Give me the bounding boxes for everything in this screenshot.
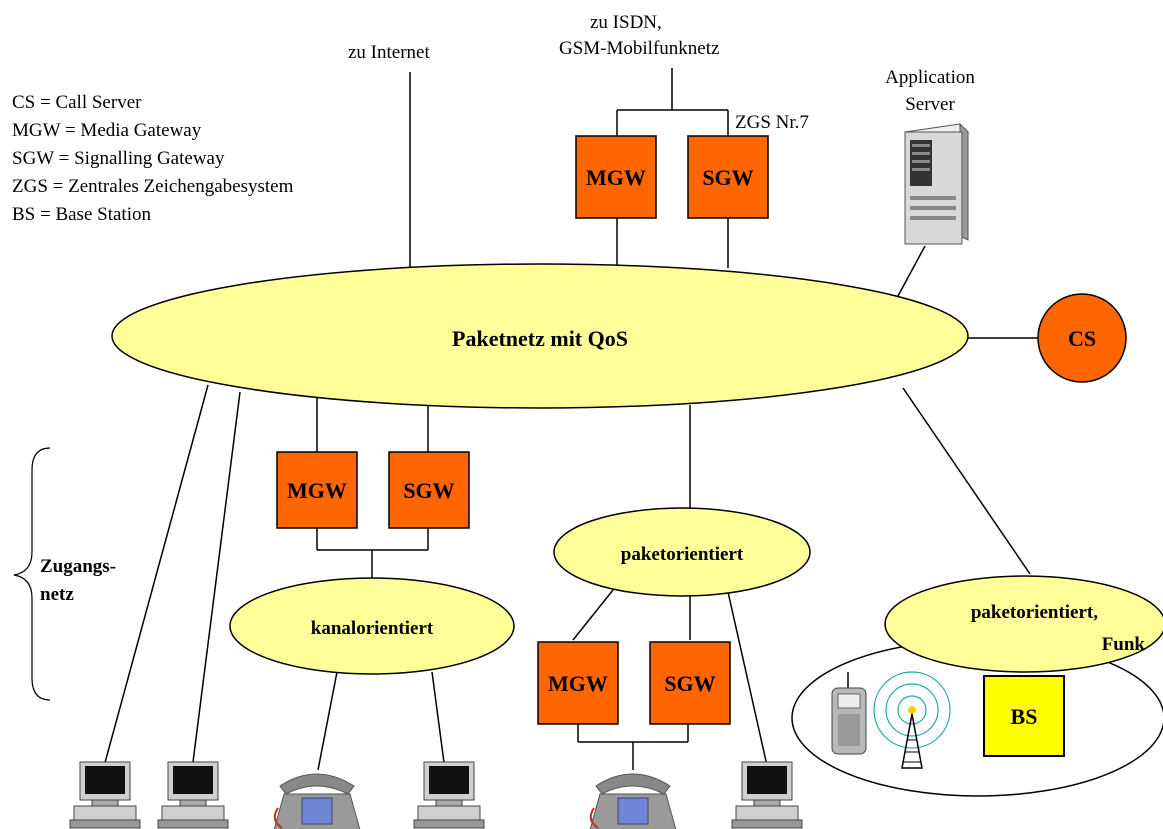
funk-access-label-2: Funk xyxy=(1102,634,1146,655)
mgw-middle-label: MGW xyxy=(287,478,347,503)
base-station-box xyxy=(983,675,1065,757)
pc-icon-2 xyxy=(157,761,229,829)
mgw-bottom-label: MGW xyxy=(548,671,608,696)
access-network-label-2: netz xyxy=(40,584,74,605)
core-network-label: Paketnetz mit QoS xyxy=(452,326,628,351)
antenna-icon xyxy=(873,671,951,769)
legend: CS = Call Server MGW = Media Gateway SGW… xyxy=(12,92,294,225)
sgw-middle-box xyxy=(388,451,470,529)
mgw-top-box xyxy=(575,135,657,219)
call-server-label: CS xyxy=(1068,326,1096,351)
mgw-bottom-box xyxy=(537,641,619,725)
paket-access-ellipse xyxy=(553,507,811,597)
legend-item-mgw: MGW = Media Gateway xyxy=(12,120,202,141)
phone-icon-2 xyxy=(589,773,677,829)
legend-item-zgs: ZGS = Zentrales Zeichengabesystem xyxy=(12,176,294,197)
access-network-label-1: Zugangs- xyxy=(40,556,116,577)
access-network-brace xyxy=(13,447,51,701)
app-server-label-2: Server xyxy=(905,94,955,115)
kanal-access-label: kanalorientiert xyxy=(311,618,434,639)
zgs-label: ZGS Nr.7 xyxy=(735,112,809,133)
base-station-label: BS xyxy=(1011,704,1038,729)
isdn-label-2: GSM-Mobilfunknetz xyxy=(559,38,719,59)
server-tower-icon xyxy=(904,122,970,245)
isdn-label-1: zu ISDN, xyxy=(590,12,662,33)
phone-icon-1 xyxy=(273,773,361,829)
pc-icon-4 xyxy=(731,761,803,829)
legend-item-bs: BS = Base Station xyxy=(12,204,151,225)
funk-access-label-1: paketorientiert, xyxy=(971,602,1098,623)
app-server-label-1: Application xyxy=(885,67,975,88)
sgw-bottom-label: SGW xyxy=(664,671,715,696)
kanal-access-ellipse xyxy=(229,577,515,675)
funk-access-ellipse xyxy=(884,575,1163,673)
mobile-phone-icon xyxy=(831,672,867,755)
call-server-node xyxy=(1037,293,1127,383)
sgw-bottom-box xyxy=(649,641,731,725)
internet-label: zu Internet xyxy=(348,42,430,63)
sgw-top-box xyxy=(687,135,769,219)
mgw-middle-box xyxy=(276,451,358,529)
sgw-middle-label: SGW xyxy=(403,478,454,503)
pc-icon-1 xyxy=(69,761,141,829)
sgw-top-label: SGW xyxy=(702,165,753,190)
legend-item-sgw: SGW = Signalling Gateway xyxy=(12,148,225,169)
mgw-top-label: MGW xyxy=(586,165,646,190)
paket-access-label: paketorientiert xyxy=(621,544,744,565)
pc-icon-3 xyxy=(413,761,485,829)
legend-item-cs: CS = Call Server xyxy=(12,92,142,113)
core-network-ellipse xyxy=(111,263,969,409)
